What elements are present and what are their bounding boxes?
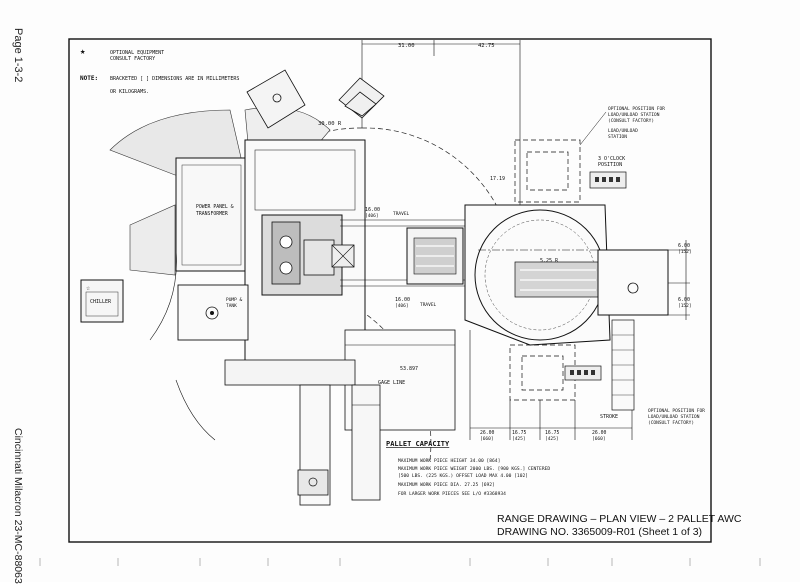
dim-1675-a-mm: [425] — [512, 436, 526, 442]
bottom-dimension-chain — [469, 330, 633, 440]
pallet-capacity-heading: PALLET CAPACITY — [386, 440, 450, 448]
dim-1675-b: 16.75 — [545, 430, 560, 436]
dim-26-a: 26.00 — [480, 430, 495, 436]
dim-26-a-mm: [660] — [480, 436, 494, 442]
optional-station-top — [514, 139, 581, 203]
gage-line-label: GAGE LINE — [378, 380, 405, 386]
dim-1675-a: 16.75 — [512, 430, 527, 436]
three-oclock-label-2: POSITION — [598, 162, 622, 168]
dim-6-bot: 6.00 — [678, 297, 690, 303]
dim-6-bot-mm: [152] — [678, 303, 692, 309]
chiller-label: CHILLER — [90, 299, 112, 305]
pallet-capacity-line-1: MAXIMUM WORK PIECE HEIGHT 34.00 [864] — [398, 458, 500, 464]
pallet-capacity-line-2: MAXIMUM WORK PIECE WEIGHT 2000 LBS. [900… — [398, 466, 550, 472]
dim-30r: 30.00 R — [318, 121, 342, 127]
opt-pos-bot-3: (CONSULT FACTORY) — [648, 420, 694, 426]
opt-pos-top-2: LOAD/UNLOAD STATION — [608, 112, 660, 118]
door-panel-right — [338, 77, 385, 119]
pallet-capacity-line-5: FOR LARGER WORK PIECES SEE L/O #3368934 — [398, 491, 506, 497]
load-station-right — [597, 249, 669, 316]
pump-label: PUMP & — [226, 297, 243, 303]
load-station-label-1: LOAD/UNLOAD — [608, 128, 638, 134]
control-pendant-top — [589, 171, 627, 189]
dim-1675-b-mm: [425] — [545, 436, 559, 442]
three-oclock-label: 3 O'CLOCK — [598, 156, 625, 162]
control-pendant-bottom — [564, 365, 602, 381]
pump-label-2: TANK — [226, 303, 237, 309]
lower-column — [224, 359, 356, 386]
power-panel-label-2: TRANSFORMER — [196, 211, 228, 217]
drawing-title: RANGE DRAWING – PLAN VIEW – 2 PALLET AWC — [497, 513, 742, 525]
dim-6-top-mm: [152] — [678, 249, 692, 255]
opt-pos-top-1: OPTIONAL POSITION FOR — [608, 106, 665, 112]
dim-42: 42.75 — [478, 43, 495, 49]
dim-6-top: 6.00 — [678, 243, 690, 249]
bottom-edge-marks — [39, 558, 761, 566]
chip-cart — [297, 469, 329, 496]
dim-17: 17.19 — [490, 176, 505, 182]
dim-525r: 5.25 R — [540, 258, 559, 264]
operator-pendant — [351, 384, 381, 501]
drawing-number: DRAWING NO. 3365009-R01 (Sheet 1 of 3) — [497, 526, 703, 538]
opt-pos-bot-1: OPTIONAL POSITION FOR — [648, 408, 705, 414]
chiller-star-icon: ☆ — [86, 284, 91, 292]
shaded-swing-area-lower — [129, 204, 176, 276]
dim-31: 31.00 — [398, 43, 415, 49]
load-station-label-2: STATION — [608, 134, 627, 140]
pallet-capacity-line-3: [500 LBS. (225 KGS.) OFFSET LOAD MAX 4.0… — [398, 473, 528, 479]
note-text-2: OR KILOGRAMS. — [110, 89, 149, 95]
dim-travel-bot-label: TRAVEL — [420, 302, 437, 308]
consult-factory-note: CONSULT FACTORY — [110, 56, 155, 62]
dim-26-b: 26.00 — [592, 430, 607, 436]
drawing-border — [68, 38, 712, 543]
title-block: RANGE DRAWING – PLAN VIEW – 2 PALLET AWC… — [497, 513, 741, 539]
note-text: BRACKETED [ ] DIMENSIONS ARE IN MILLIMET… — [110, 76, 239, 82]
door-panel-left — [246, 69, 306, 129]
stroke-label: STROKE — [600, 414, 618, 420]
top-dimension — [361, 40, 521, 210]
opt-pos-bot-2: LOAD/UNLOAD STATION — [648, 414, 700, 420]
pallet-capacity-line-4: MAXIMUM WORK PIECE DIA. 27.25 [692] — [398, 482, 495, 488]
dim-travel-top-mm: [406] — [365, 213, 379, 219]
opt-pos-top-3: (CONSULT FACTORY) — [608, 118, 654, 124]
dim-53: 53.897 — [400, 366, 418, 372]
dim-travel-bot-mm: [406] — [395, 303, 409, 309]
door-swing-arc-left — [175, 379, 216, 441]
chiller-unit — [80, 279, 124, 323]
optional-equipment-note: OPTIONAL EQUIPMENT — [110, 50, 164, 56]
power-panel-label: POWER PANEL & — [196, 204, 234, 210]
star-icon: ★ — [80, 47, 86, 57]
note-label: NOTE: — [80, 75, 98, 82]
dim-travel-top: 16.00 — [365, 207, 380, 213]
dim-travel-bot: 16.00 — [395, 297, 410, 303]
dim-travel-top-label: TRAVEL — [393, 211, 410, 217]
dim-26-b-mm: [660] — [592, 436, 606, 442]
